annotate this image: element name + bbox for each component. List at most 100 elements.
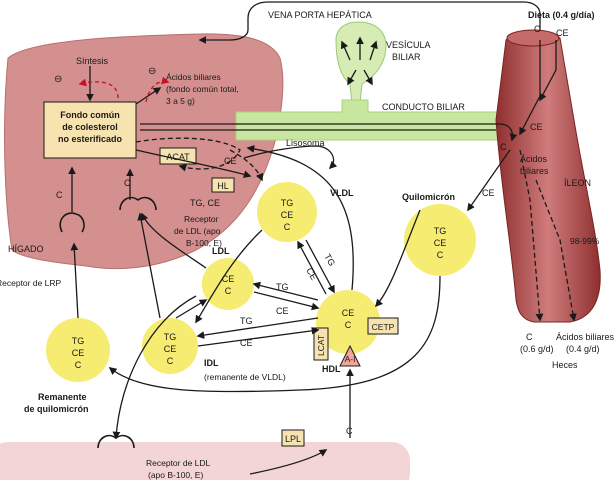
tissue-ldl-receptor-2: (apo B-100, E) bbox=[148, 470, 203, 480]
remnant-tg: TG bbox=[72, 336, 85, 346]
chylo-to-remnant bbox=[108, 275, 441, 393]
ldl-hdl-ce-label: CE bbox=[276, 306, 289, 316]
ldl-to-liver bbox=[140, 212, 207, 269]
bile-acids-label-2: (fondo común total, bbox=[166, 84, 239, 94]
hl-box bbox=[211, 177, 235, 193]
gallbladder-shape bbox=[335, 21, 387, 105]
vesicle-arrows bbox=[340, 40, 351, 61]
bile-acids-label-3: 3 a 5 g) bbox=[166, 96, 195, 106]
ldl-label: LDL bbox=[212, 246, 230, 256]
idl-hdl-tg-label: TG bbox=[240, 316, 253, 326]
vldl-c: C bbox=[284, 222, 291, 232]
diet-ce: CE bbox=[556, 28, 569, 38]
feces-c: C bbox=[526, 332, 533, 342]
vldl-hdl-tg-label: TG bbox=[322, 252, 337, 268]
diet-label: Dieta (0.4 g/día) bbox=[528, 10, 595, 20]
ldl-hdl-tg-label: TG bbox=[276, 282, 289, 292]
vldl-hdl-ce bbox=[297, 240, 327, 295]
remnant-c: C bbox=[75, 360, 82, 370]
chylomicron-particle bbox=[404, 204, 476, 276]
reabsorption-pct: 98-99% bbox=[570, 236, 600, 246]
feces-label: Heces bbox=[552, 360, 578, 370]
ldl-hdl-tg bbox=[252, 281, 319, 301]
idl-to-ldl bbox=[175, 299, 208, 319]
tg-ce-liver: TG, CE bbox=[190, 198, 220, 208]
intestine-acidos: Ácidos bbox=[520, 154, 548, 164]
c-liver-2: C bbox=[124, 178, 131, 188]
ldl-particle bbox=[202, 258, 254, 310]
cetp-label: CETP bbox=[372, 322, 395, 332]
intestine-ab-feces bbox=[535, 179, 577, 322]
hdl-ce: CE bbox=[342, 308, 355, 318]
pool-label-1: Fondo común bbox=[60, 110, 120, 120]
hdl-c: C bbox=[345, 320, 352, 330]
intestine-ce-2: CE bbox=[482, 188, 495, 198]
feces-ab-val: (0.4 g/d) bbox=[566, 344, 600, 354]
vesicle-arrow-3 bbox=[369, 40, 378, 61]
liver-label: HÍGADO bbox=[8, 244, 44, 254]
vldl-ce: CE bbox=[281, 210, 294, 220]
ileum-top-opening bbox=[506, 29, 560, 47]
remnant-to-lrp bbox=[70, 242, 79, 319]
lpl-label: LPL bbox=[285, 434, 301, 444]
idl-sublabel: (remanente de VLDL) bbox=[204, 372, 286, 382]
vesicle-label-1: VESÍCULA bbox=[386, 40, 431, 50]
vldl-hdl-tg bbox=[305, 239, 335, 294]
chylo-c: C bbox=[437, 250, 444, 260]
intestine-c-feces bbox=[519, 149, 544, 322]
feces-ab: Ácidos biliares bbox=[556, 332, 615, 342]
lpl-box bbox=[281, 429, 305, 447]
hdl-label: HDL bbox=[322, 364, 341, 374]
chylomicron-remnant-particle bbox=[46, 318, 110, 382]
tissue-arrow-right bbox=[249, 449, 328, 475]
c-liver-1: C bbox=[56, 190, 63, 200]
vldl-secretion bbox=[229, 149, 264, 182]
lysosome-path bbox=[243, 145, 338, 170]
remnant-label-1: Remanente bbox=[38, 392, 87, 402]
bile-acids-label-1: Ácidos biliares bbox=[166, 72, 221, 82]
ldl-receptor-2: de LDL (apo bbox=[174, 226, 221, 236]
vena-porta-label: VENA PORTA HEPÁTICA bbox=[268, 10, 372, 20]
lrp-receptor bbox=[59, 212, 85, 233]
ldl-to-tissue bbox=[112, 295, 197, 440]
vesicle-label-2: BILIAR bbox=[392, 52, 421, 62]
duct-label: CONDUCTO BILIAR bbox=[382, 102, 465, 112]
ai-label: A-I bbox=[345, 354, 356, 364]
lysosome-label: Lisosoma bbox=[286, 138, 325, 148]
idl-hdl-ce-label: CE bbox=[240, 338, 253, 348]
ldl-hdl-ce bbox=[253, 291, 320, 311]
remnant-label-2: de quilomicrón bbox=[24, 404, 89, 414]
free-cholesterol-pool-box bbox=[43, 101, 137, 159]
intestine-ce: CE bbox=[530, 122, 543, 132]
remnant-ce: CE bbox=[72, 348, 85, 358]
synthesis-label: Síntesis bbox=[76, 56, 109, 66]
synthesis-feedback bbox=[78, 78, 119, 99]
apo-ai-triangle bbox=[339, 344, 361, 367]
lcat-label: LCAT bbox=[316, 335, 326, 356]
vldl-label: VLDL bbox=[330, 188, 354, 198]
pool-label-3: no esterificado bbox=[58, 134, 123, 144]
intestine-to-chylo bbox=[467, 149, 511, 212]
vldl-particle bbox=[257, 182, 317, 242]
feces-c-val: (0.6 g/d) bbox=[520, 344, 554, 354]
tissue-receptor bbox=[97, 434, 135, 449]
ldl-receptor-3: B-100, E) bbox=[186, 238, 222, 248]
idl-ce: CE bbox=[164, 344, 177, 354]
lrp-receptor-label: Receptor de LRP bbox=[0, 278, 62, 288]
chylo-ce: CE bbox=[434, 238, 447, 248]
ce-liver: CE bbox=[224, 156, 237, 166]
minus-1: ⊖ bbox=[54, 74, 62, 85]
idl-particle bbox=[142, 318, 198, 374]
diet-ce-line bbox=[539, 40, 557, 102]
ileon-label: ÍLEON bbox=[564, 178, 591, 188]
vena-porta-path bbox=[198, 1, 541, 44]
idl-hdl-tg bbox=[196, 317, 319, 339]
idl-to-liver bbox=[137, 212, 161, 319]
ldl-ce: CE bbox=[222, 274, 235, 284]
hdl-particle bbox=[316, 290, 380, 354]
minus-2: ⊖ bbox=[148, 66, 156, 77]
pool-label-2: de colesterol bbox=[62, 122, 118, 132]
peripheral-tissue bbox=[0, 442, 410, 480]
idl-label: IDL bbox=[204, 358, 219, 368]
